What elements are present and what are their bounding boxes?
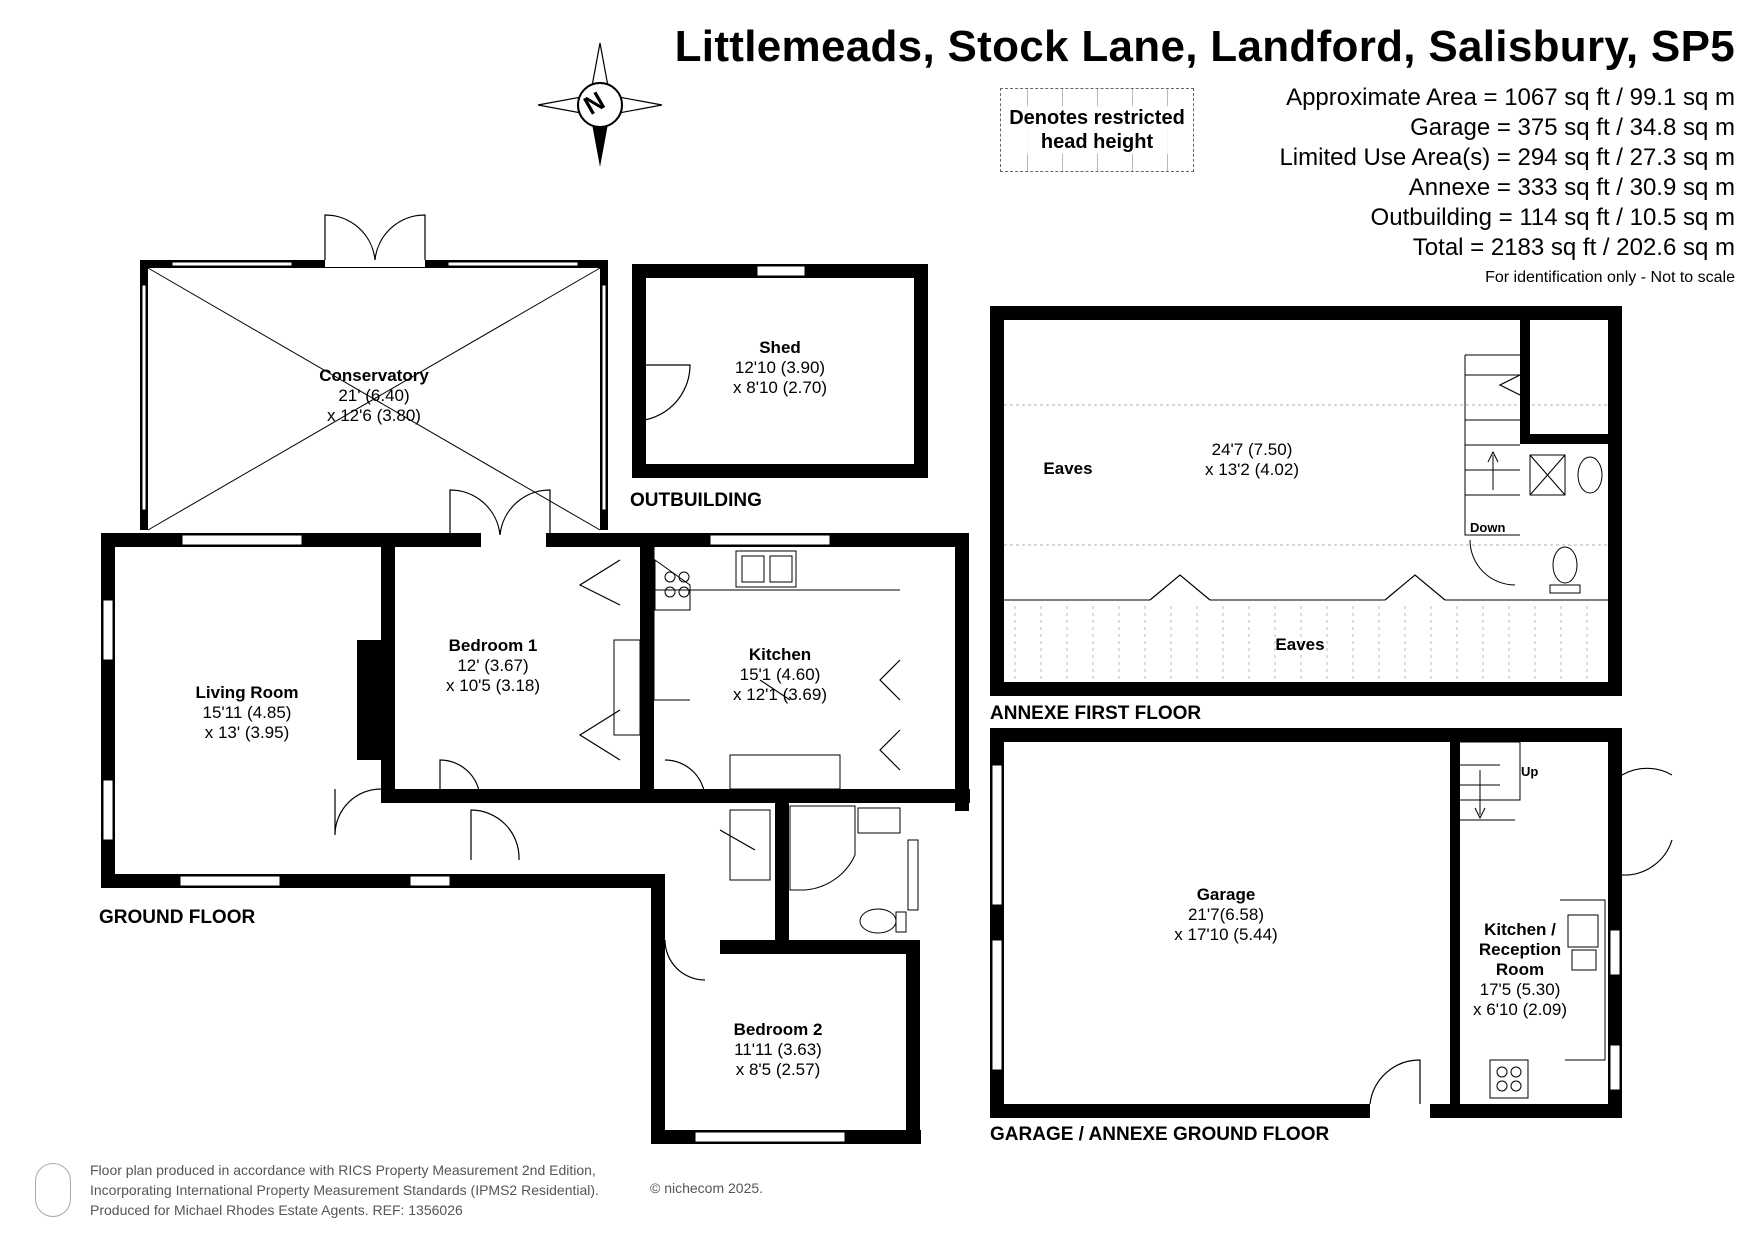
room-name: Kitchen xyxy=(748,645,812,664)
eaves-bottom-label: Eaves xyxy=(1275,635,1324,655)
stairs-down-label: Down xyxy=(1470,520,1506,535)
room-dimension: x 8'5 (2.57) xyxy=(735,1060,821,1079)
room-dimension: 11'11 (3.63) xyxy=(734,1040,822,1059)
area-line: Total = 2183 sq ft / 202.6 sq m xyxy=(1412,234,1735,261)
room-name: Room xyxy=(1495,960,1545,979)
room-dimension: 12'10 (3.90) xyxy=(734,358,826,377)
room-name: Garage xyxy=(1196,885,1256,904)
room-name: Conservatory xyxy=(319,366,429,385)
room-annexe-upper: 24'7 (7.50) x 13'2 (4.02) xyxy=(1205,440,1299,480)
room-dimension: x 17'10 (5.44) xyxy=(1174,925,1278,944)
nichecom-logo-icon xyxy=(35,1163,71,1217)
room-dimension: 21' (6.40) xyxy=(338,386,410,405)
floor-label-garage-annexe: GARAGE / ANNEXE GROUND FLOOR xyxy=(990,1124,1330,1145)
room-dimension: x 12'6 (3.80) xyxy=(327,406,421,425)
legend-line-1: Denotes restricted xyxy=(1007,107,1187,129)
scale-disclaimer: For identification only - Not to scale xyxy=(1485,269,1735,286)
property-title: Littlemeads, Stock Lane, Landford, Salis… xyxy=(674,22,1735,71)
area-line: Garage = 375 sq ft / 34.8 sq m xyxy=(1410,114,1735,141)
room-kitchen: Kitchen 15'1 (4.60) x 12'1 (3.69) xyxy=(733,645,827,705)
eaves-left-label: Eaves xyxy=(1043,459,1092,479)
area-line: Outbuilding = 114 sq ft / 10.5 sq m xyxy=(1370,204,1735,231)
footer-notes: Floor plan produced in accordance with R… xyxy=(90,1160,599,1220)
room-bedroom-2: Bedroom 2 11'11 (3.63) x 8'5 (2.57) xyxy=(734,1020,823,1080)
room-garage: Garage 21'7(6.58) x 17'10 (5.44) xyxy=(1174,885,1277,945)
room-dimension: 24'7 (7.50) xyxy=(1211,440,1293,459)
footer-line: Produced for Michael Rhodes Estate Agent… xyxy=(90,1202,463,1218)
room-dimension: x 6'10 (2.09) xyxy=(1473,1000,1567,1019)
room-dimension: x 13'2 (4.02) xyxy=(1205,460,1299,479)
room-dimension: x 13' (3.95) xyxy=(204,723,290,742)
footer-line: Incorporating International Property Mea… xyxy=(90,1182,599,1198)
floor-label-annexe-first: ANNEXE FIRST FLOOR xyxy=(990,703,1202,724)
room-conservatory: Conservatory 21' (6.40) x 12'6 (3.80) xyxy=(319,366,429,426)
room-dimension: 17'5 (5.30) xyxy=(1479,980,1561,999)
room-bedroom-1: Bedroom 1 12' (3.67) x 10'5 (3.18) xyxy=(446,636,540,696)
legend-line-2: head height xyxy=(1038,131,1156,153)
room-name: Kitchen / xyxy=(1484,920,1556,939)
area-line: Approximate Area = 1067 sq ft / 99.1 sq … xyxy=(1286,84,1735,111)
room-shed: Shed 12'10 (3.90) x 8'10 (2.70) xyxy=(733,338,827,398)
room-dimension: 21'7(6.58) xyxy=(1187,905,1265,924)
area-line: Annexe = 333 sq ft / 30.9 sq m xyxy=(1408,174,1735,201)
room-name: Bedroom 2 xyxy=(733,1020,823,1039)
room-dimension: 12' (3.67) xyxy=(457,656,529,675)
room-name: Shed xyxy=(759,338,801,357)
room-kitchen-reception: Kitchen / Reception Room 17'5 (5.30) x 6… xyxy=(1473,920,1567,1020)
room-name: Eaves xyxy=(1275,635,1325,654)
room-name: Eaves xyxy=(1043,459,1093,478)
floor-label-outbuilding: OUTBUILDING xyxy=(630,490,762,511)
room-dimension: 15'1 (4.60) xyxy=(739,665,821,684)
room-dimension: x 8'10 (2.70) xyxy=(733,378,827,397)
footer-line: Floor plan produced in accordance with R… xyxy=(90,1162,596,1178)
area-summary: Approximate Area = 1067 sq ft / 99.1 sq … xyxy=(1279,83,1735,291)
room-dimension: x 10'5 (3.18) xyxy=(446,676,540,695)
room-dimension: 15'11 (4.85) xyxy=(202,703,292,722)
stairs-up-label: Up xyxy=(1521,764,1539,779)
compass-rose xyxy=(537,42,663,167)
area-line: Limited Use Area(s) = 294 sq ft / 27.3 s… xyxy=(1279,144,1735,171)
room-living: Living Room 15'11 (4.85) x 13' (3.95) xyxy=(196,683,299,743)
room-name: Reception xyxy=(1478,940,1562,959)
room-name: Bedroom 1 xyxy=(448,636,538,655)
room-name: Living Room xyxy=(195,683,299,702)
floor-label-ground: GROUND FLOOR xyxy=(99,907,256,928)
room-dimension: x 12'1 (3.69) xyxy=(733,685,827,704)
footer-copyright: © nichecom 2025. xyxy=(650,1180,764,1196)
